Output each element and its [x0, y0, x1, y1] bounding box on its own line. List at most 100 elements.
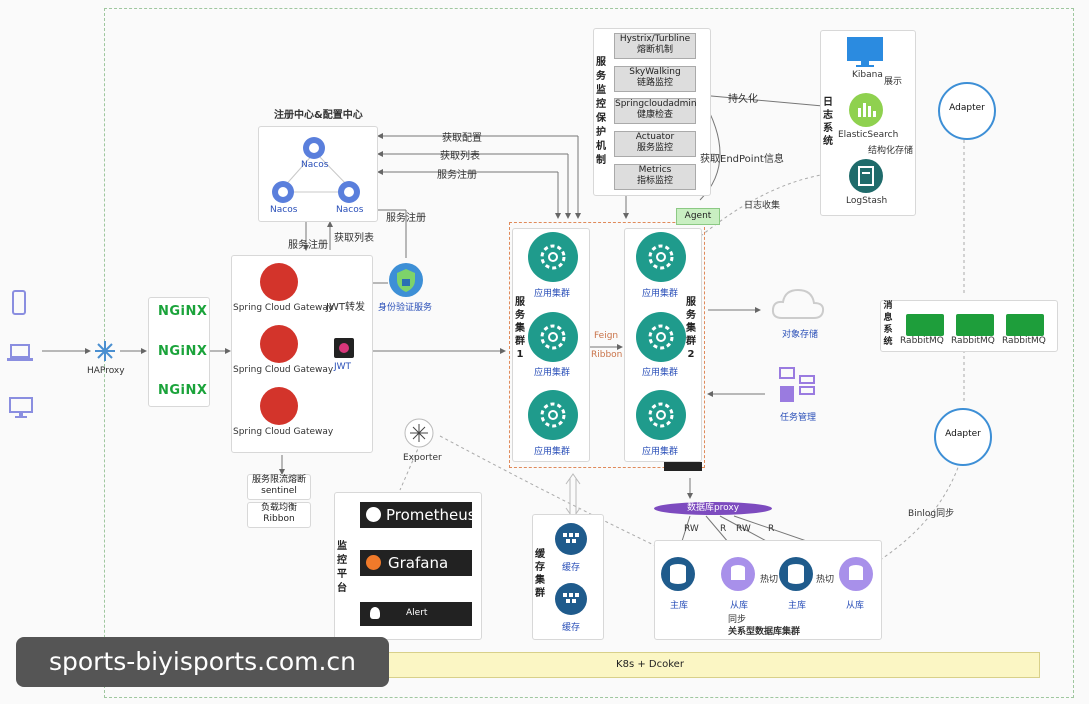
- nginx-box: [148, 297, 210, 407]
- prometheus-logo: Prometheus: [360, 502, 476, 528]
- task-manage-label: 任务管理: [780, 413, 817, 423]
- monitor-icon: [9, 397, 33, 418]
- adapter-label: Adapter: [949, 103, 985, 113]
- rabbitmq-label: RabbitMQ: [951, 336, 995, 346]
- kibana-monitor-icon: [847, 37, 883, 67]
- prometheus-label: Prometheus: [386, 506, 476, 524]
- app-cluster-label: 应用集群: [642, 289, 679, 299]
- grafana-logo: Grafana: [360, 550, 472, 576]
- cache-icon: [555, 583, 587, 615]
- show-label: 展示: [884, 77, 903, 87]
- slave-db-label: 从库: [730, 601, 749, 611]
- rw-label: RW: [736, 524, 751, 534]
- cluster1-title: 服务集群1: [515, 297, 525, 360]
- gateway-label: Spring Cloud Gateway: [233, 303, 334, 313]
- skywalking-small-icon: [664, 462, 702, 471]
- jwt-icon: [334, 338, 354, 358]
- r-label: R: [768, 524, 775, 534]
- nacos-label: Nacos: [270, 205, 298, 215]
- app-cluster-icon: [528, 312, 578, 362]
- nacos-label: Nacos: [336, 205, 364, 215]
- adapter-node: Adapter: [934, 408, 992, 466]
- get-list-label: 获取列表: [440, 151, 480, 162]
- gateway-icon: [260, 263, 298, 301]
- adapter-label: Adapter: [945, 429, 981, 439]
- endpoint-label: 获取EndPoint信息: [700, 154, 784, 165]
- rabbitmq-icon: [1006, 314, 1044, 336]
- protect-item-line: SkyWalking: [629, 67, 681, 77]
- app-cluster-icon: [528, 232, 578, 282]
- rabbitmq-label: RabbitMQ: [900, 336, 944, 346]
- protect-item-line: 服务监控: [636, 143, 673, 153]
- phone-icon: [12, 290, 26, 315]
- ribbon-box: 负载均衡 Ribbon: [247, 502, 311, 528]
- log-collect-label: 日志收集: [744, 201, 781, 211]
- persist-label: 持久化: [728, 94, 758, 105]
- hot-switch-label: 热切: [816, 575, 835, 585]
- protect-item-line: 熔断机制: [636, 45, 673, 55]
- protect-item-line: Hystrix/Turbline: [619, 34, 691, 44]
- binlog-label: Binlog同步: [908, 509, 955, 519]
- rw-label: RW: [684, 524, 699, 534]
- slave-db-icon: [839, 557, 873, 591]
- protect-item-line: Actuator: [635, 132, 675, 142]
- object-storage-label: 对象存储: [782, 330, 819, 340]
- service-register-label: 服务注册: [437, 170, 477, 181]
- protect-item-line: 指标监控: [636, 176, 673, 186]
- ribbon-line: Ribbon: [263, 514, 295, 524]
- cache-title: 缓存集群: [535, 549, 545, 599]
- service-register-label: 服务注册: [288, 240, 328, 251]
- app-cluster-label: 应用集群: [642, 447, 679, 457]
- jwt-forward-label: JWT转发: [326, 302, 365, 313]
- slave-db-label: 从库: [846, 601, 865, 611]
- jwt-label: JWT: [334, 362, 352, 372]
- master-db-label: 主库: [788, 601, 807, 611]
- adapter-node: Adapter: [938, 82, 996, 140]
- elasticsearch-icon: [849, 93, 883, 127]
- kibana-label: Kibana: [852, 70, 883, 80]
- grafana-label: Grafana: [388, 554, 449, 572]
- rabbitmq-icon: [906, 314, 944, 336]
- sentinel-line: 服务限流熔断: [251, 475, 306, 485]
- registry-title: 注册中心&配置中心: [274, 110, 363, 121]
- alert-box: Alert: [360, 602, 472, 626]
- auth-register-label: 服务注册: [386, 213, 426, 224]
- app-cluster-icon: [636, 232, 686, 282]
- auth-shield-icon: [389, 263, 423, 297]
- hot-switch-label: 热切: [760, 575, 779, 585]
- app-cluster-icon: [636, 390, 686, 440]
- service-cluster-frame: [509, 222, 705, 468]
- agent-badge: Agent: [676, 208, 720, 225]
- cache-label: 缓存: [562, 623, 581, 633]
- sentinel-box: 服务限流熔断 sentinel: [247, 474, 311, 500]
- cache-label: 缓存: [562, 563, 581, 573]
- sentinel-line: sentinel: [261, 486, 297, 496]
- nacos-label: Nacos: [301, 160, 329, 170]
- app-cluster-label: 应用集群: [534, 289, 571, 299]
- get-config-label: 获取配置: [442, 133, 482, 144]
- laptop-icon: [7, 344, 33, 361]
- nginx-label: NGiNX: [158, 304, 208, 319]
- cache-icon: [555, 523, 587, 555]
- rabbitmq-label: RabbitMQ: [1002, 336, 1046, 346]
- gateway-icon: [260, 325, 298, 363]
- app-cluster-label: 应用集群: [534, 447, 571, 457]
- rabbitmq-icon: [956, 314, 994, 336]
- exporter-label: Exporter: [403, 453, 442, 463]
- r-label: R: [720, 524, 727, 534]
- auth-label: 身份验证服务: [378, 303, 433, 313]
- nacos-icon: [303, 137, 325, 159]
- slave-db-icon: [721, 557, 755, 591]
- protect-item-line: Metrics: [638, 165, 672, 175]
- cluster2-title: 服务集群2: [686, 297, 696, 360]
- logstash-label: LogStash: [846, 196, 888, 206]
- protect-item-line: 链路监控: [636, 78, 673, 88]
- gateway-label: Spring Cloud Gateway: [233, 427, 334, 437]
- app-cluster-label: 应用集群: [642, 368, 679, 378]
- alert-label: Alert: [406, 608, 428, 618]
